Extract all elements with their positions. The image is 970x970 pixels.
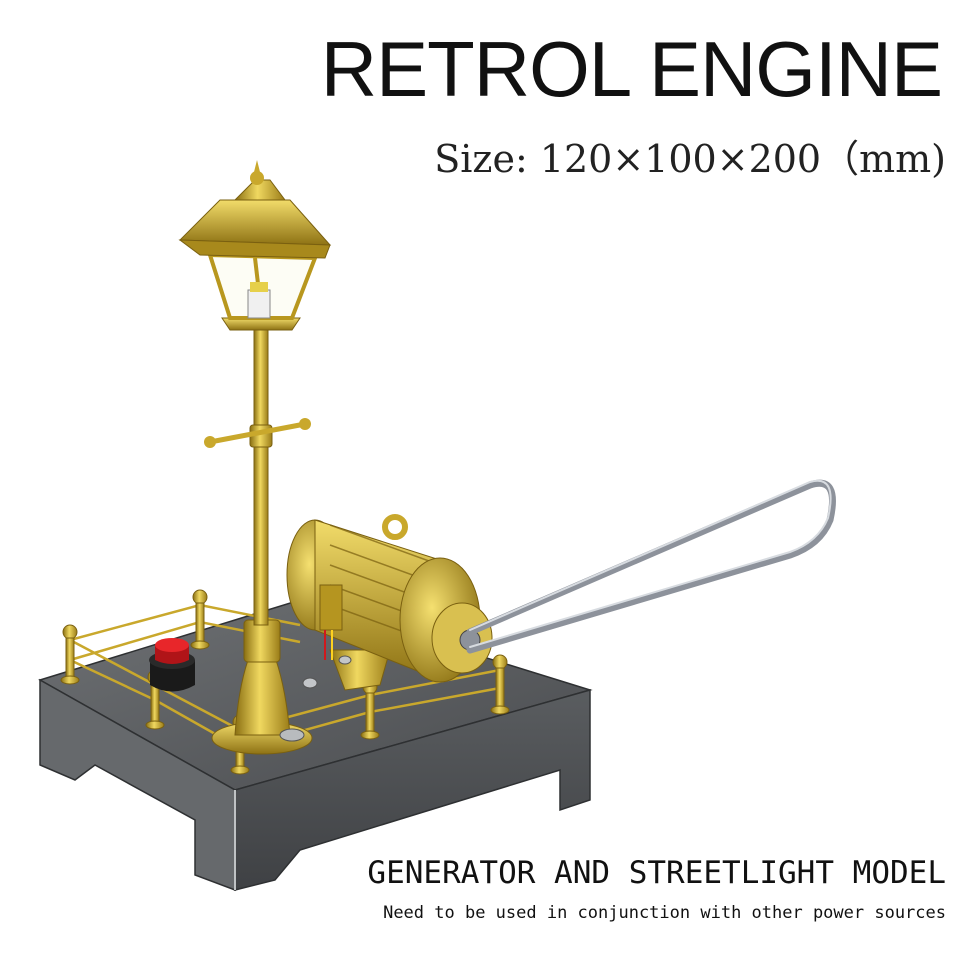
crank-handle bbox=[466, 479, 836, 654]
red-button bbox=[149, 638, 195, 692]
model-subtitle: GENERATOR AND STREETLIGHT MODEL bbox=[367, 855, 946, 891]
crank-handle-highlight bbox=[469, 479, 832, 648]
power-note: Need to be used in conjunction with othe… bbox=[383, 903, 946, 923]
size-spec: Size: 120×100×200（mm) bbox=[434, 137, 946, 181]
generator-motor bbox=[286, 514, 493, 691]
streetlight bbox=[178, 160, 332, 755]
product-title: RETROL ENGINE bbox=[320, 25, 943, 113]
